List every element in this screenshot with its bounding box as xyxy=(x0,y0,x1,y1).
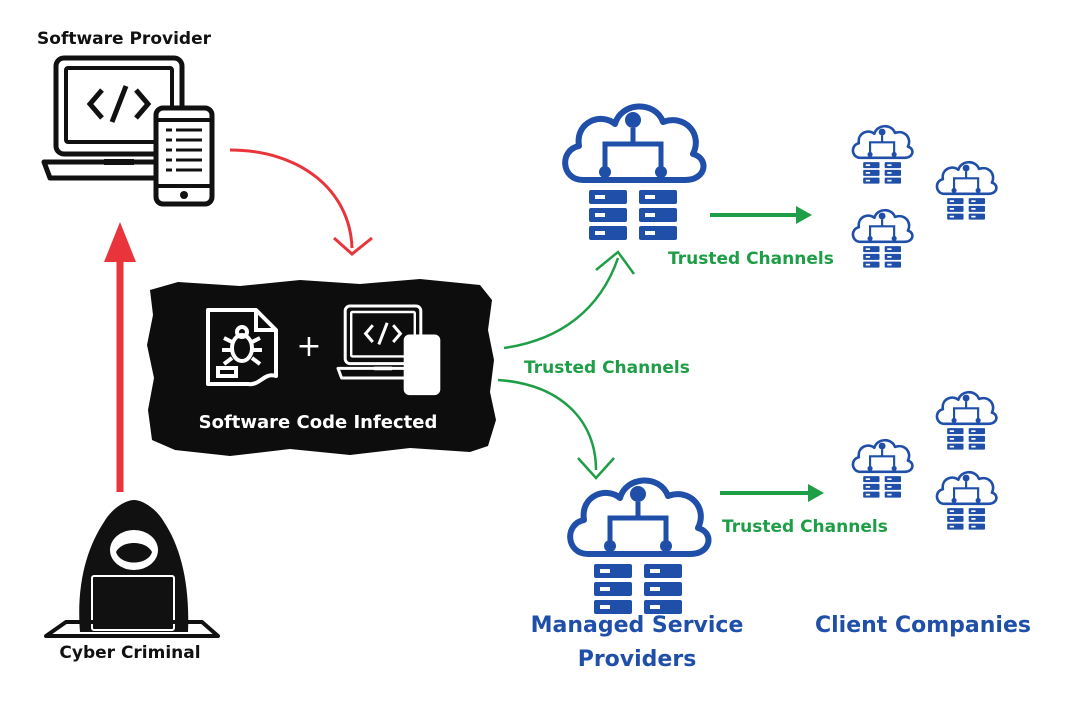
trusted-channels-label-top: Trusted Channels xyxy=(668,249,834,269)
msp-label-line2: Providers xyxy=(578,647,697,672)
cloud-server-icon xyxy=(565,106,703,240)
trusted-arrow-down xyxy=(497,378,615,480)
cyber-criminal-label: Cyber Criminal xyxy=(59,643,200,663)
infected-label: Software Code Infected xyxy=(199,412,438,433)
laptop-phone-code-icon xyxy=(44,58,212,204)
msp-label-line1: Managed Service xyxy=(531,613,744,638)
plus-sign: + xyxy=(296,329,321,364)
cloud-server-icon xyxy=(935,470,998,531)
cloud-server-icon xyxy=(935,160,998,221)
attack-arrow-up xyxy=(104,222,136,492)
cloud-server-icon xyxy=(851,438,914,499)
software-provider-label: Software Provider xyxy=(37,29,212,49)
trusted-arrow-right-top xyxy=(710,206,812,224)
cloud-server-icon xyxy=(570,480,708,614)
client-companies-label: Client Companies xyxy=(815,613,1031,638)
trusted-channels-label-mid: Trusted Channels xyxy=(524,358,690,378)
cloud-server-icon xyxy=(935,390,998,451)
hooded-hacker-icon xyxy=(44,500,220,638)
infected-code-panel: + Software Code Infected xyxy=(147,279,496,456)
trusted-arrow-right-bottom xyxy=(720,484,824,502)
trusted-arrow-up xyxy=(503,250,636,350)
attack-arrow-curve xyxy=(229,148,373,256)
bug-document-icon xyxy=(206,308,278,387)
trusted-channels-label-bottom: Trusted Channels xyxy=(722,517,888,537)
cloud-server-icon xyxy=(851,124,914,185)
cloud-server-icon xyxy=(851,208,914,269)
